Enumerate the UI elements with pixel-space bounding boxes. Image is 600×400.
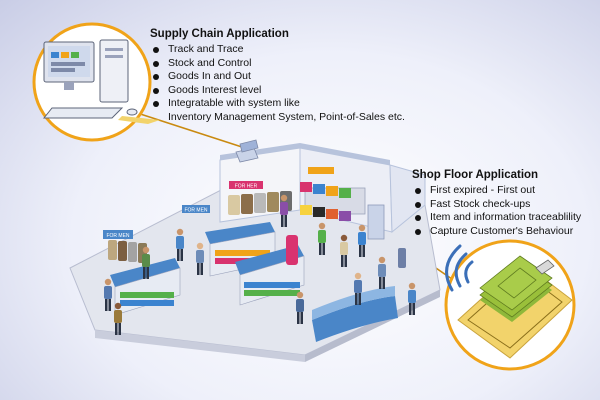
shoppers [104, 194, 416, 335]
supply-chain-title: Supply Chain Application [150, 28, 289, 40]
side-wall [389, 164, 426, 234]
shopper [142, 246, 150, 279]
checkout-counter [312, 286, 398, 342]
supply-chain-item: Track and Trace [150, 43, 405, 57]
floor-edge-front [95, 330, 305, 362]
shopper [296, 291, 304, 324]
store-sign-2-label: FOR MEN [106, 233, 129, 239]
back-door [367, 204, 385, 240]
shopper [378, 256, 386, 289]
rfid-gate [398, 248, 406, 268]
shopper [358, 224, 366, 257]
store-sign-1-label: FOR HER [235, 184, 258, 190]
shopper [196, 242, 204, 275]
supply-chain-item: Stock and Control [150, 57, 405, 71]
shopper [408, 282, 416, 315]
shopper [340, 234, 348, 267]
supply-chain-list: Track and Trace Stock and Control Goods … [150, 43, 405, 125]
shopper [176, 228, 184, 261]
shopper [354, 272, 362, 305]
shop-floor-item: Item and information traceablility [412, 211, 581, 225]
shopper [114, 302, 122, 335]
supply-chain-item: Goods Interest level [150, 84, 405, 98]
store-sign-1 [229, 181, 263, 189]
rfid-reader-icon [235, 139, 259, 163]
shop-floor-text-block: Shop Floor Application First expired - F… [412, 169, 581, 238]
folded-shirts-icon [479, 255, 553, 322]
wireless-signal-icon [445, 244, 474, 292]
shirt-rack [228, 191, 292, 215]
store-sign-3 [182, 205, 210, 213]
shop-floor-title: Shop Floor Application [412, 169, 539, 181]
shopper [104, 278, 112, 311]
supply-chain-callout [32, 22, 160, 142]
shop-floor-list: First expired - First out Fast Stock che… [412, 184, 581, 238]
shop-floor-item: Fast Stock check-ups [412, 198, 581, 212]
shop-floor-item: Capture Customer's Behaviour [412, 225, 581, 239]
store-sign-3-label: FOR MEN [184, 208, 207, 214]
shop-floor-item: First expired - First out [412, 184, 581, 198]
computer-workstation-icon [42, 39, 160, 124]
supply-chain-text-block: Supply Chain Application Track and Trace… [150, 28, 405, 125]
shop-floor-callout [444, 239, 576, 371]
shopper [318, 222, 326, 255]
rfid-tag-icon [535, 259, 555, 275]
store-sign-4 [308, 167, 334, 174]
color-stacks [300, 182, 351, 221]
supply-chain-item: Integratable with system like [150, 97, 405, 111]
floor-edge-side [305, 290, 440, 362]
supply-chain-leader-line [127, 109, 246, 149]
mannequin-display [286, 235, 298, 265]
store-sign-2 [103, 230, 133, 239]
supply-chain-item: Goods In and Out [150, 70, 405, 84]
supply-chain-item-continuation: Inventory Management System, Point-of-Sa… [168, 110, 405, 123]
shopper [280, 194, 288, 227]
